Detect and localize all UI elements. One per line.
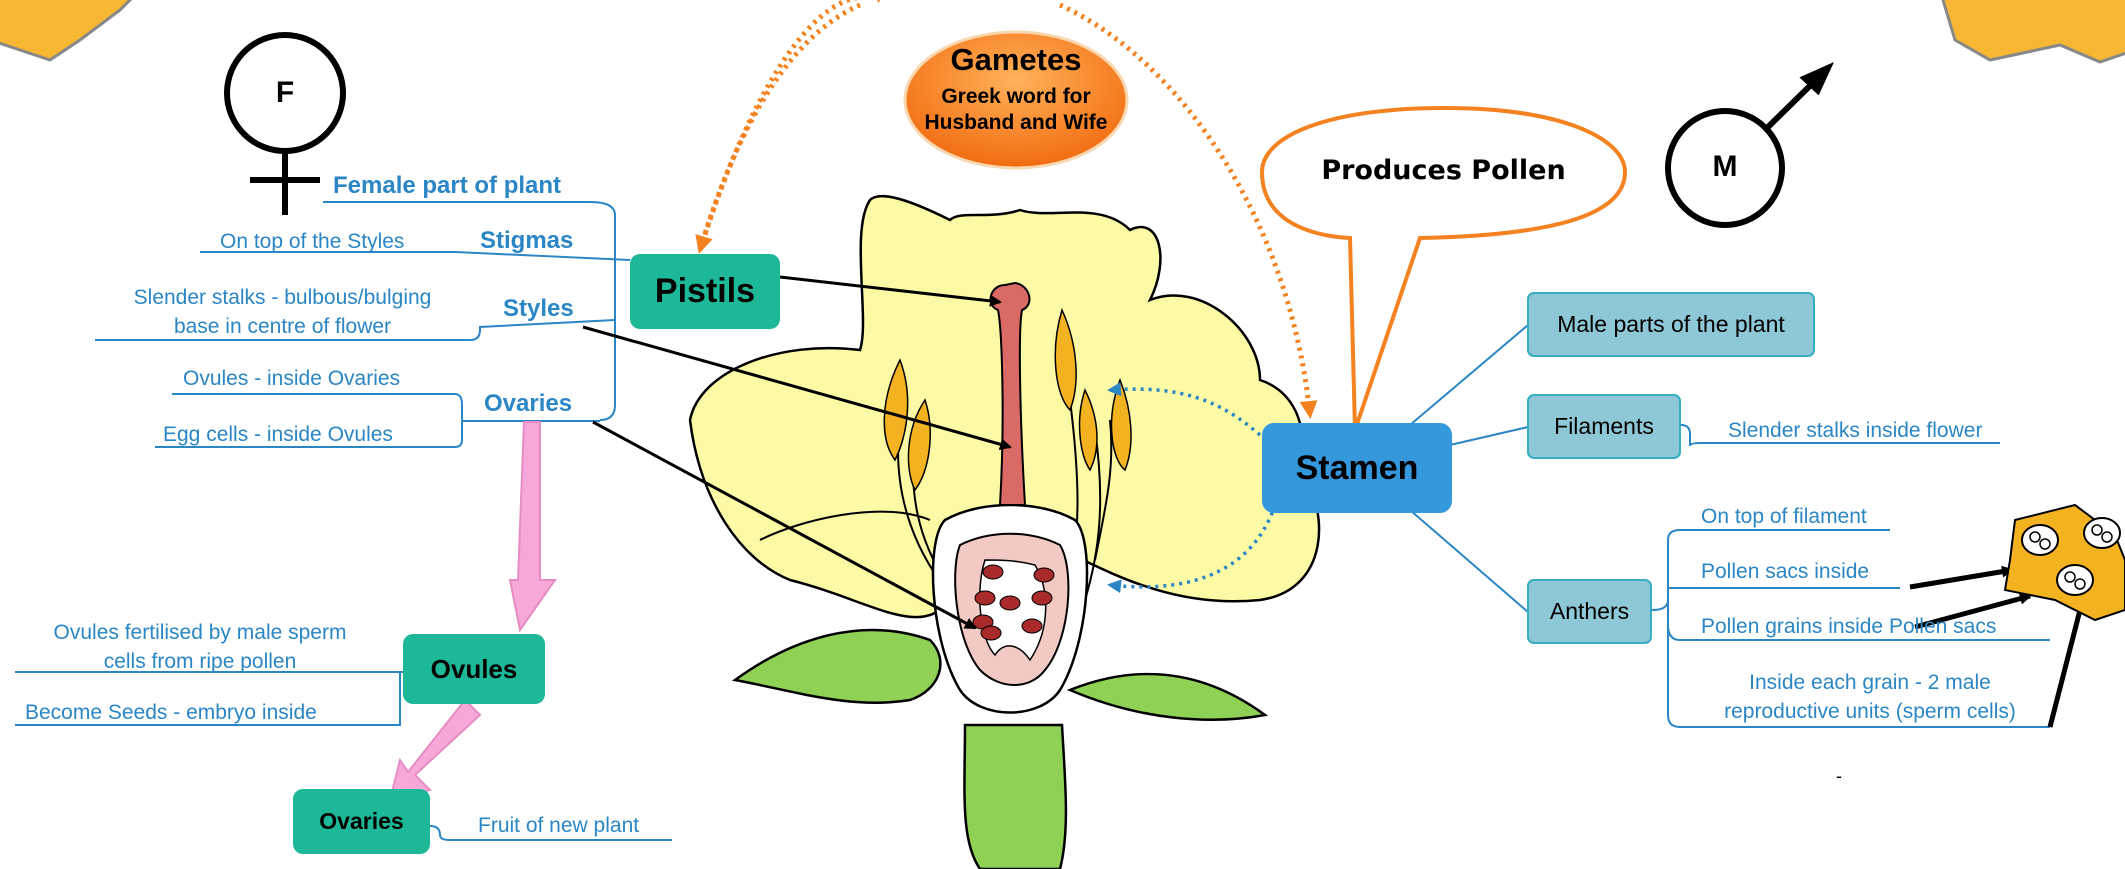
ovaries-node: Ovaries (293, 789, 430, 854)
styles-note-line2: base in centre of flower (95, 312, 470, 341)
ovules-note2: Become Seeds - embryo inside (25, 701, 317, 725)
star-icon-left (0, 0, 140, 60)
gametes-subtitle-line2: Husband and Wife (905, 110, 1127, 136)
anthers-node: Anthers (1527, 579, 1652, 644)
female-symbol-label: F (265, 76, 305, 110)
speech-bubble-text: Produces Pollen (1262, 155, 1625, 186)
gametes-dotted-curve (700, 0, 880, 250)
anthers-note3: Pollen grains inside Pollen sacs (1701, 615, 1996, 639)
male-parts-node: Male parts of the plant (1527, 292, 1815, 357)
ovaries-label: Ovaries (484, 390, 572, 418)
styles-note-line1: Slender stalks - bulbous/bulging (95, 283, 470, 312)
pistils-node: Pistils (630, 254, 780, 329)
female-heading: Female part of plant (333, 172, 561, 200)
stamen-node: Stamen (1262, 423, 1452, 513)
anthers-note4: Inside each grain - 2 male reproductive … (1690, 668, 2050, 726)
anthers-note1: On top of filament (1701, 505, 1867, 529)
styles-note: Slender stalks - bulbous/bulging base in… (95, 283, 470, 341)
filaments-node: Filaments (1527, 394, 1681, 459)
stigmas-note: On top of the Styles (220, 230, 404, 254)
stigmas-label: Stigmas (480, 227, 573, 255)
ovaries-note2: Egg cells - inside Ovules (163, 423, 393, 447)
gametes-title: Gametes (905, 42, 1127, 78)
dash-mark: - (1836, 766, 1842, 787)
anthers-note4-line2: reproductive units (sperm cells) (1690, 697, 2050, 726)
filaments-note: Slender stalks inside flower (1728, 419, 1982, 443)
gametes-subtitle-line1: Greek word for (905, 84, 1127, 110)
ovules-node: Ovules (403, 634, 545, 704)
gametes-arrow-left (700, 5, 860, 250)
star-icon-right (1940, 0, 2125, 62)
anthers-note2: Pollen sacs inside (1701, 560, 1869, 584)
ovaries-note1: Ovules - inside Ovaries (183, 367, 400, 391)
male-symbol-label: M (1703, 150, 1747, 184)
gametes-subtitle: Greek word for Husband and Wife (905, 84, 1127, 136)
pollen-grains-icon (2005, 505, 2125, 620)
ovaries-node-note: Fruit of new plant (478, 814, 639, 838)
anthers-note4-line1: Inside each grain - 2 male (1690, 668, 2050, 697)
ovules-note1-line1: Ovules fertilised by male sperm (15, 618, 385, 647)
flower-illustration (690, 196, 1319, 869)
male-symbol-icon (1668, 66, 1830, 225)
styles-label: Styles (503, 295, 574, 323)
female-symbol-icon (227, 35, 343, 215)
ovules-note1-line2: cells from ripe pollen (15, 647, 385, 676)
pink-arrows (390, 422, 555, 800)
ovules-note1: Ovules fertilised by male sperm cells fr… (15, 618, 385, 676)
